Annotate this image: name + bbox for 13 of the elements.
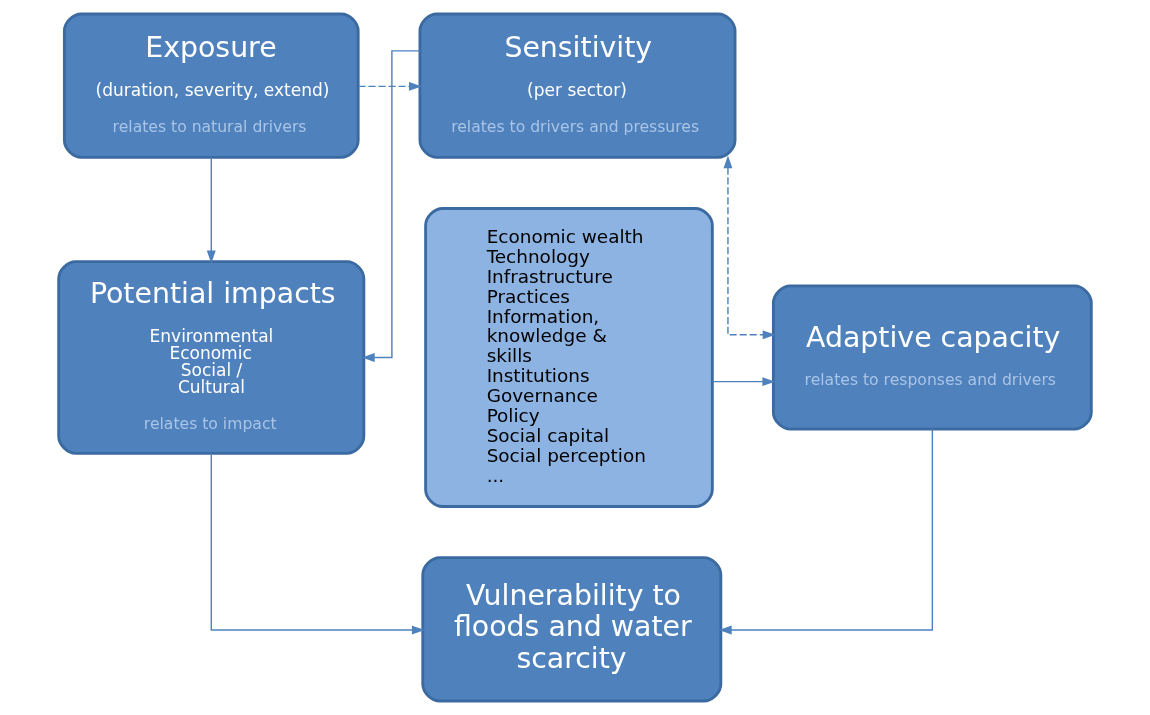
arrow [718,428,934,635]
arrow [711,377,776,387]
node-box: Adaptive capacity relates to responses and drivers [771,284,1093,431]
node-box: Vulnerability to floods and water scarcity [421,556,723,703]
arrow [357,81,422,91]
arrow [210,452,425,635]
node-box: Potential impacts Environmental Economic Social / Cultural relates to impact [57,260,366,455]
arrow [206,156,216,264]
arrow [723,155,776,340]
node-box: Sensitivity (per sector) relates to drivers and pressures [418,12,737,159]
node-box: Economic wealth Technology Infrastructure Practices Information, knowledge & skills Institutions Governance Policy Social capital Social perception ... [424,207,714,508]
arrow [361,50,421,362]
node-box: Exposure (duration, severity, extend) relates to natural drivers [62,12,360,159]
